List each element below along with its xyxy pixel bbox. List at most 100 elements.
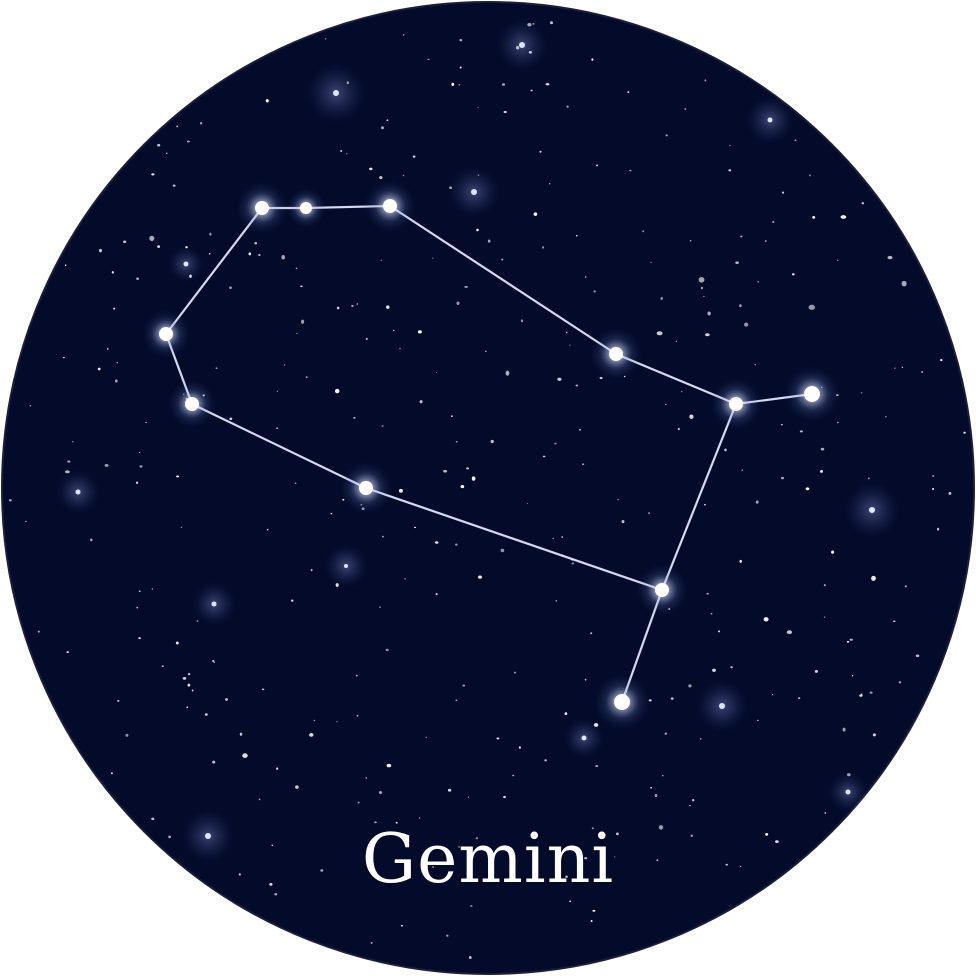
- background-star: [175, 641, 179, 645]
- background-star: [386, 305, 390, 309]
- background-star: [812, 216, 816, 219]
- background-star: [340, 149, 343, 153]
- background-star: [138, 590, 141, 592]
- background-star: [675, 340, 678, 342]
- background-star: [520, 319, 524, 323]
- background-star: [819, 469, 824, 473]
- background-star: [512, 774, 515, 777]
- background-star: [254, 242, 258, 245]
- background-star: [781, 476, 784, 480]
- background-star: [276, 390, 279, 392]
- background-star: [548, 183, 551, 185]
- background-star: [689, 804, 691, 807]
- background-star: [434, 541, 439, 544]
- background-star: [110, 772, 113, 775]
- background-star: [239, 732, 243, 736]
- background-star: [356, 714, 359, 717]
- background-star: [684, 108, 687, 110]
- faint-glows: [56, 19, 900, 862]
- background-star: [712, 668, 716, 672]
- background-star: [172, 184, 176, 187]
- background-star: [455, 699, 458, 701]
- background-star: [64, 264, 67, 267]
- background-star: [370, 942, 373, 944]
- background-star: [658, 825, 664, 830]
- background-star: [765, 833, 769, 836]
- background-star: [374, 821, 377, 824]
- background-star: [772, 221, 775, 223]
- background-star: [872, 733, 877, 737]
- background-star: [399, 347, 401, 350]
- background-star: [378, 791, 383, 794]
- background-star: [894, 367, 896, 369]
- background-star: [310, 568, 313, 572]
- background-star: [460, 485, 465, 489]
- background-star: [542, 246, 545, 249]
- background-star: [513, 671, 517, 674]
- background-star: [705, 333, 710, 337]
- background-star: [151, 173, 155, 176]
- background-star: [654, 793, 658, 798]
- background-star: [151, 588, 153, 590]
- background-star: [355, 674, 358, 677]
- background-star: [814, 669, 819, 673]
- background-star: [168, 835, 171, 839]
- background-star: [584, 678, 587, 681]
- background-star: [898, 681, 902, 684]
- background-star: [861, 202, 865, 205]
- background-star: [265, 99, 269, 103]
- background-star: [505, 370, 510, 376]
- background-star: [707, 311, 711, 316]
- background-star: [650, 786, 652, 789]
- background-star: [117, 699, 120, 702]
- background-star: [432, 866, 434, 868]
- background-star: [191, 689, 194, 692]
- background-star: [798, 697, 801, 700]
- background-star: [692, 799, 695, 802]
- background-star: [139, 465, 143, 468]
- background-star: [161, 665, 164, 667]
- background-star: [932, 474, 935, 478]
- background-star: [209, 232, 212, 236]
- background-star: [689, 240, 692, 242]
- background-star: [276, 427, 279, 429]
- background-star: [656, 859, 659, 862]
- background-star: [398, 488, 403, 493]
- background-star: [242, 753, 248, 758]
- background-star: [936, 527, 940, 531]
- background-star: [435, 593, 438, 596]
- background-star: [701, 286, 703, 290]
- background-star: [464, 285, 468, 288]
- background-star: [346, 153, 348, 155]
- background-star: [456, 301, 460, 306]
- background-star: [25, 520, 27, 523]
- background-star: [554, 442, 557, 445]
- background-star: [466, 467, 470, 470]
- background-star: [451, 82, 455, 86]
- background-star: [212, 659, 215, 662]
- background-star: [447, 788, 452, 792]
- background-star: [136, 481, 139, 484]
- background-star: [487, 239, 491, 243]
- background-star: [72, 440, 74, 443]
- background-star: [660, 296, 663, 300]
- background-star: [565, 875, 568, 878]
- background-star: [892, 620, 896, 623]
- background-star: [837, 421, 839, 424]
- background-star: [417, 330, 422, 334]
- background-star: [490, 439, 494, 444]
- background-star: [569, 344, 571, 346]
- background-star: [703, 295, 705, 297]
- background-star: [412, 155, 416, 158]
- background-star: [478, 575, 482, 579]
- background-star: [458, 83, 461, 86]
- background-star: [739, 559, 742, 563]
- background-star: [266, 528, 269, 531]
- background-star: [365, 337, 368, 340]
- background-star: [859, 694, 863, 697]
- background-star: [381, 126, 384, 130]
- background-star: [306, 376, 308, 378]
- background-star: [579, 428, 581, 431]
